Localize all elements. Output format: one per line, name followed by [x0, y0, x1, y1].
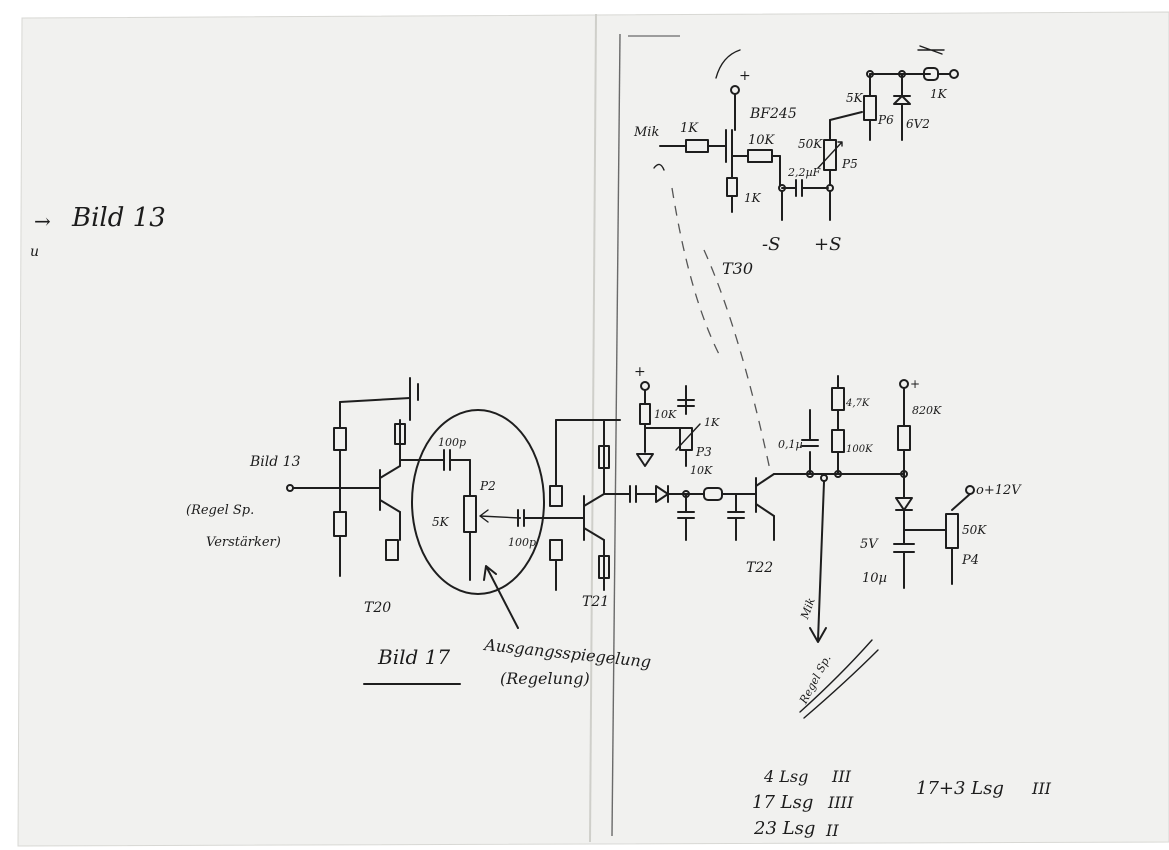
plus-s-label: +S [814, 234, 841, 255]
pot-5k-label: 5K [846, 91, 864, 105]
pot-50k-p4-label: 50K [962, 523, 987, 537]
t21-em-resistor [598, 555, 610, 579]
supply-12v-label: o+12V [976, 483, 1022, 498]
p2-label: P2 [479, 479, 496, 493]
t21-bias-resistor [549, 485, 563, 507]
tally-row3: 23 Lsg [753, 818, 815, 839]
mic-preamp-circuit: + BF245 Mik 1K 10K 1K 2,2µF -S +S [633, 45, 959, 278]
p5-label: P5 [841, 157, 858, 171]
output-arrow [809, 627, 827, 643]
tally-notes: 4 Lsg III 17 Lsg IIII 23 Lsg II 17+3 Lsg… [752, 767, 1052, 840]
p3-label: P3 [695, 445, 712, 459]
tally-row1: 4 Lsg [763, 767, 808, 786]
p2-wiper [479, 509, 521, 523]
tally-right-marks: III [1031, 779, 1052, 798]
t21-label: T21 [582, 594, 609, 610]
r-47k-label: 4,7K [845, 398, 870, 409]
out-terminal [949, 69, 959, 79]
mic-circuit-name: T30 [722, 259, 753, 278]
dashed-link-1 [671, 187, 723, 361]
pot-50k-label: 50K [798, 137, 823, 151]
transistor-label: BF245 [749, 106, 797, 122]
cap-label: 2,2µF [787, 166, 821, 179]
left-notes: → Bild 13 u [30, 203, 166, 260]
r-drain-label: 10K [748, 133, 776, 148]
paper-fold [589, 13, 597, 843]
minus-s-label: -S [762, 234, 780, 255]
highlight-ellipse [411, 409, 545, 595]
annotation-arrow [483, 565, 519, 629]
diode-2 [636, 453, 654, 467]
signature-strokes [799, 639, 879, 719]
t21-collector [583, 493, 605, 507]
und-note: u [30, 244, 39, 260]
p3-arrow [675, 423, 701, 451]
cap-100p-label: 100p [508, 536, 536, 549]
tally-marks3: II [825, 821, 839, 840]
input-note-2: Verstärker) [206, 535, 281, 550]
tally-marks2: IIII [827, 793, 854, 812]
t22-collector [755, 473, 775, 487]
bild13-note: Bild 13 [71, 203, 166, 233]
output-wire [817, 481, 825, 641]
t20-label: T20 [364, 600, 391, 616]
r-in-label: 1K [680, 121, 699, 136]
t21-col-resistor [598, 445, 610, 469]
bild17-label: Bild 17 [377, 645, 450, 669]
scribble-mark [917, 45, 945, 55]
cap-100p-top-label: 100p [438, 436, 466, 449]
r-10k-a-label: 10K [654, 408, 677, 421]
tally-row2: 17 Lsg [752, 792, 813, 813]
p4-label: P4 [961, 553, 979, 568]
p5-to-p6-wire [829, 111, 863, 121]
r-out-label: 1K [930, 87, 948, 101]
pot-5k-main-label: 5K [432, 515, 450, 529]
r-820k-label: 820K [912, 404, 942, 417]
node-dot-7 [900, 470, 908, 478]
check-mark [715, 49, 741, 79]
plus-rail-label: + [634, 364, 646, 380]
r-100k-label: 100K [846, 444, 873, 455]
t22-label: T22 [746, 560, 773, 576]
cap-10u-label: 10µ [862, 571, 887, 586]
t20-em-resistor [385, 539, 399, 561]
r-source-label: 1K [744, 191, 762, 205]
cap-01-label: 0,1µ [778, 438, 803, 451]
input-note-1: (Regel Sp. [186, 503, 254, 518]
t22-emitter [755, 503, 775, 517]
p5-arrow [817, 141, 843, 169]
t20-collector [379, 465, 401, 479]
supply-plus: + [739, 68, 751, 84]
r-10k-b-label: 10K [690, 464, 713, 477]
input-label: Bild 13 [249, 454, 301, 470]
p4-top-wire [951, 493, 971, 511]
main-circuit: Bild 13 (Regel Sp. Verstärker) T20 100p [186, 364, 1022, 719]
right-plus-label: + [910, 377, 920, 391]
mic-symbol [653, 163, 665, 171]
t20-col-resistor [394, 423, 406, 445]
zener-label: 6V2 [906, 117, 930, 131]
page-margin-line [611, 33, 621, 837]
top-rail-left [339, 397, 411, 403]
r-1k-label: 1K [704, 416, 720, 429]
mic-label: Mik [633, 125, 659, 140]
ausgang-label-2: (Regelung) [500, 669, 590, 688]
dashed-link-2 [703, 249, 771, 471]
t21-emitter [583, 527, 605, 541]
t20-emitter [379, 499, 401, 513]
tally-marks1: III [831, 767, 852, 786]
tally-right: 17+3 Lsg [916, 778, 1004, 799]
arrow-mark: → [34, 209, 51, 233]
zener-5v-label: 5V [860, 537, 879, 552]
p6-label: P6 [877, 113, 894, 127]
